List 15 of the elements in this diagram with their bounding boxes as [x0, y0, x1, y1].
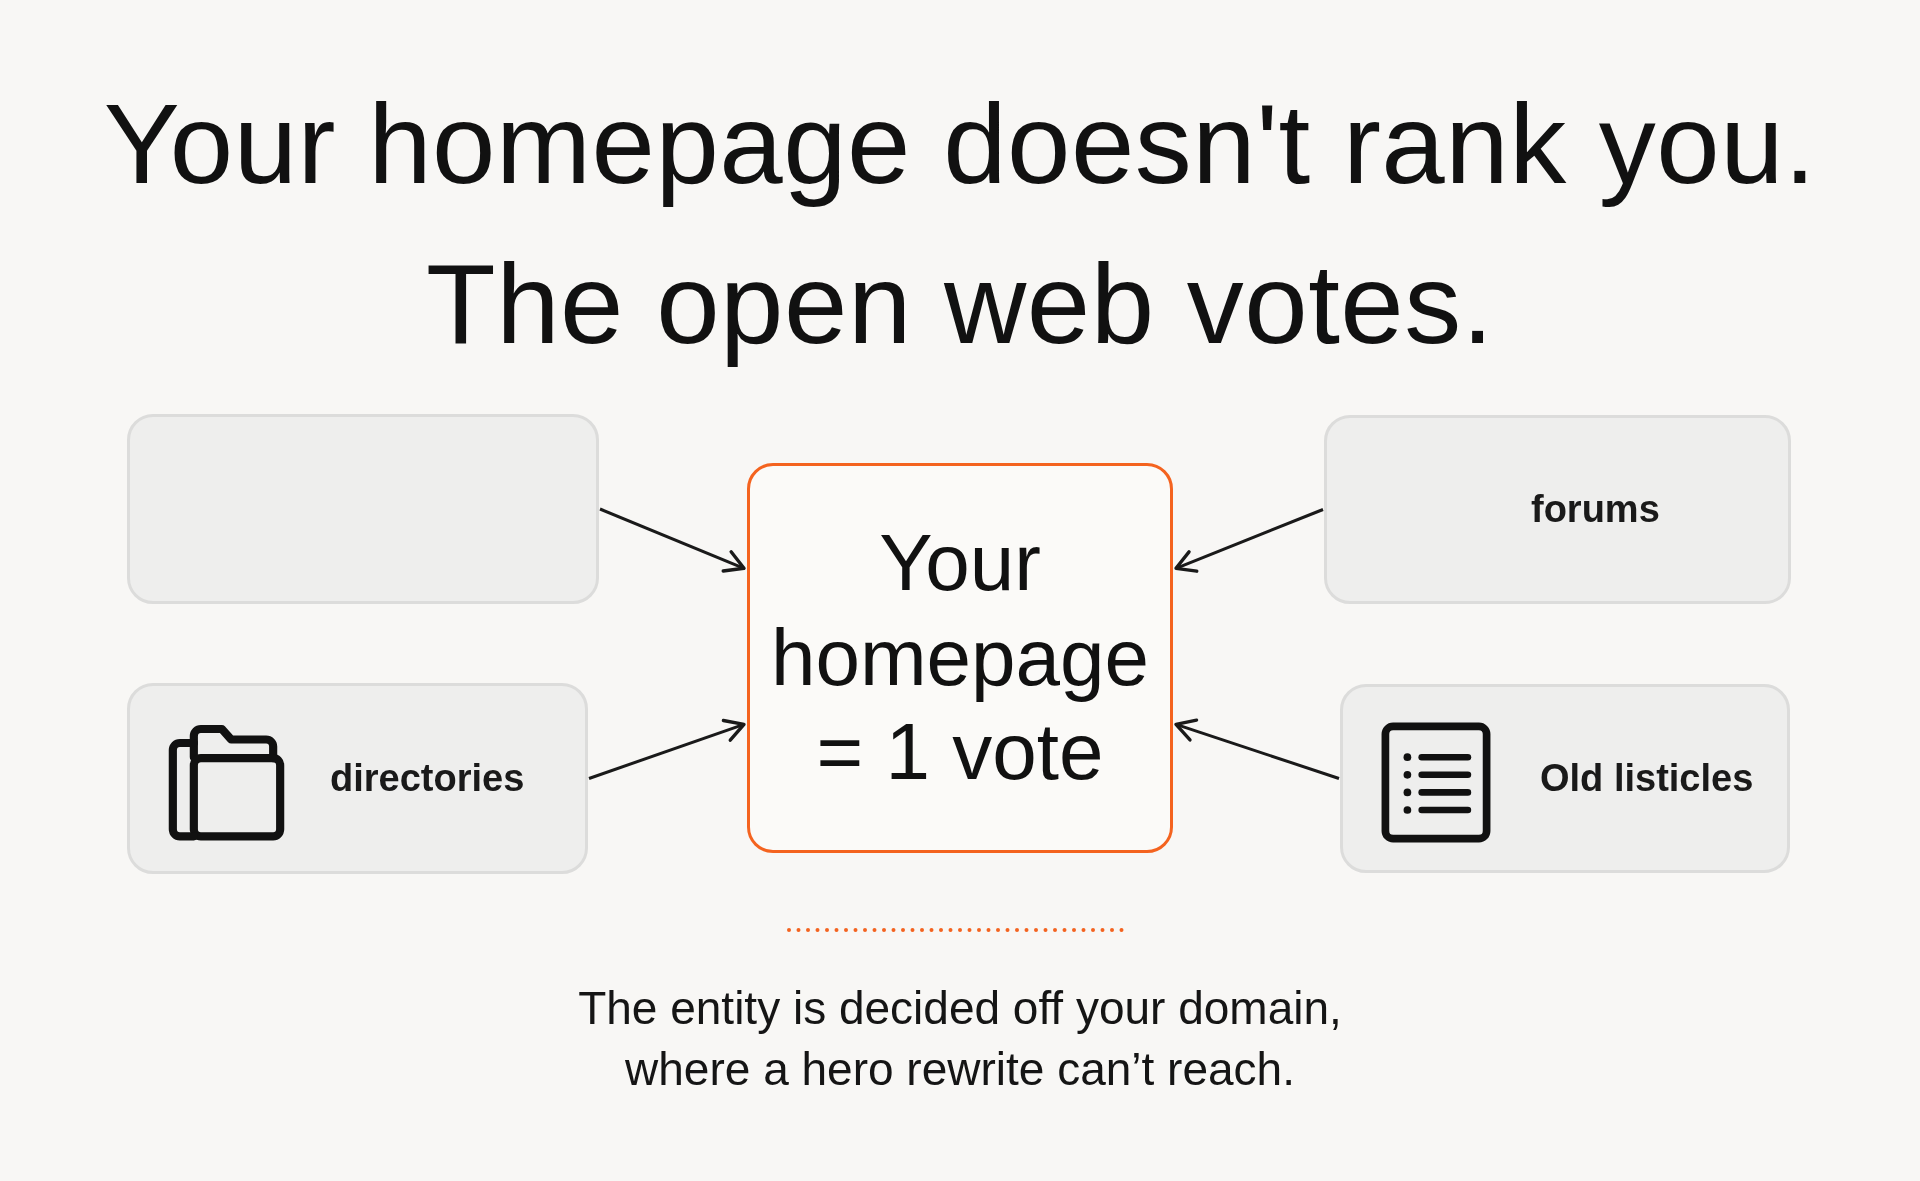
- source-card: [127, 414, 599, 604]
- center-card: [747, 463, 1173, 853]
- node-label: Old listicles: [1540, 755, 1755, 801]
- source-card: [1340, 684, 1790, 873]
- caption: The entity is decided off your domain, where a hero rewrite can’t reach.: [577, 981, 1343, 1097]
- node-label: forums: [1531, 486, 1661, 532]
- node-label: Your homepage = 1 vote: [770, 517, 1150, 799]
- source-card: [1324, 415, 1791, 604]
- arrow: [1174, 508, 1324, 573]
- arrow: [588, 718, 746, 780]
- node-label: directories: [330, 755, 526, 801]
- arrow: [599, 507, 746, 573]
- source-card: [127, 683, 588, 874]
- arrow: [1174, 718, 1340, 780]
- title: Your homepage doesn't rank you. The open web votes.: [102, 79, 1818, 369]
